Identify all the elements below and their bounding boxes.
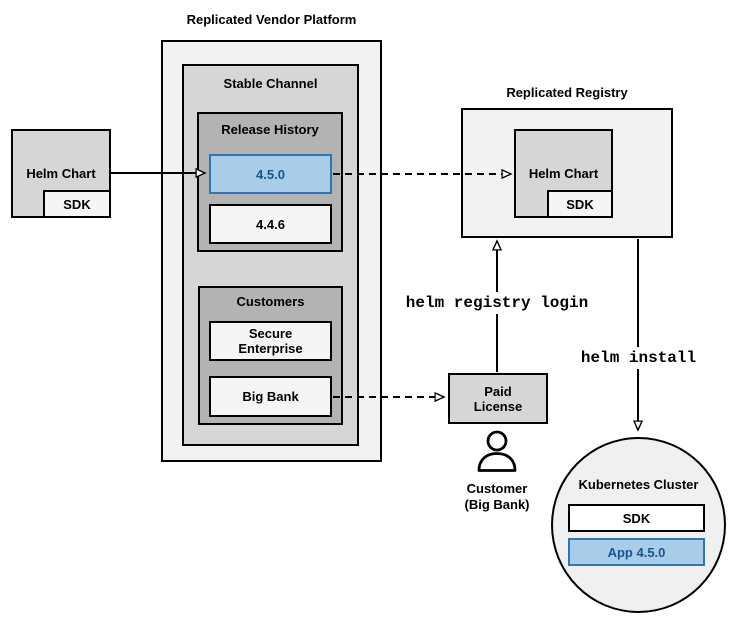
customers-title: Customers [236,294,305,309]
release-4-5-0-label: 4.5.0 [256,166,285,182]
release-4-4-6-box: 4.4.6 [209,204,332,244]
customer-big-bank-label: Big Bank [242,389,299,404]
source-sdk-label: SDK [63,196,91,212]
cluster-app-label: App 4.5.0 [607,544,666,560]
paid-license-box: Paid License [448,373,548,424]
source-helm-chart-label: Helm Chart [26,166,96,181]
release-4-4-6-label: 4.4.6 [256,216,285,232]
registry-helm-chart-label: Helm Chart [528,166,599,181]
release-history-title: Release History [221,122,319,137]
cluster-app-box: App 4.5.0 [568,538,705,566]
vendor-platform-title: Replicated Vendor Platform [186,12,357,27]
paid-license-label: Paid License [473,383,523,414]
source-sdk-box: SDK [43,190,111,218]
cluster-sdk-label: SDK [622,510,651,526]
customer-secure-enterprise-label: Secure Enterprise [238,326,303,356]
cluster-sdk-box: SDK [568,504,705,532]
stable-channel-title: Stable Channel [223,76,318,91]
customer-secure-enterprise-box: Secure Enterprise [209,321,332,361]
registry-sdk-label: SDK [566,196,594,212]
kubernetes-cluster-title: Kubernetes Cluster [578,477,699,492]
helm-install-command: helm install [573,347,704,369]
release-4-5-0-box: 4.5.0 [209,154,332,194]
registry-title: Replicated Registry [506,85,628,100]
registry-sdk-box: SDK [547,190,613,218]
customer-big-bank-box: Big Bank [209,376,332,417]
customer-actor-label: Customer (Big Bank) [464,481,530,512]
helm-registry-login-command: helm registry login [400,292,594,314]
customer-person-icon [477,430,517,472]
